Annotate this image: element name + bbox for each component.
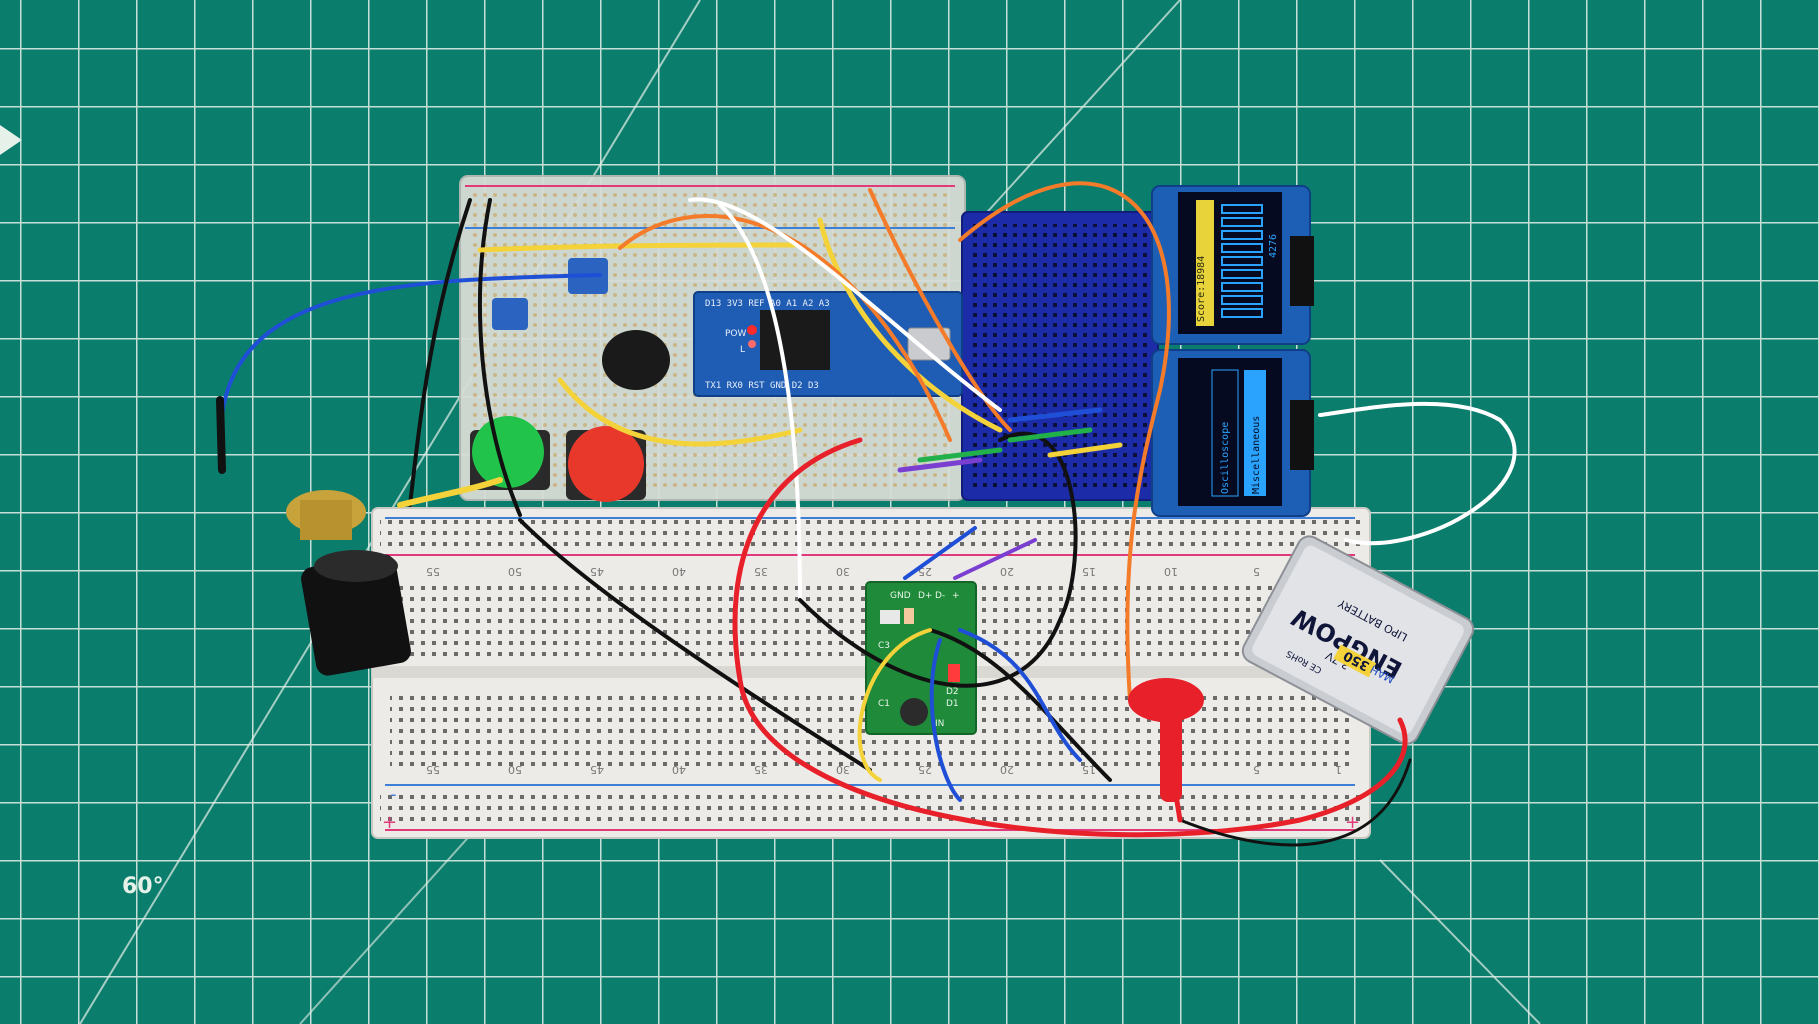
row-number: 40 [672,565,686,578]
charger-in-label: IN [935,719,944,729]
green-button [472,416,544,488]
oled-bar [1221,243,1263,253]
row-number: 50 [508,763,522,776]
row-number: 5 [1253,763,1260,776]
row-number: 30 [836,763,850,776]
row-number: 55 [426,565,440,578]
arduino-pro-mini: D13 3V3 REF A0 A1 A2 A3 TX1 RX0 RST GND … [693,291,963,397]
oled-bar [1221,204,1263,214]
oled-bar [1221,230,1263,240]
row-number: 45 [590,565,604,578]
oled-menu-item-1: Oscilloscope [1220,422,1231,494]
row-number: 5 [1253,565,1260,578]
oled-bar [1221,217,1263,227]
oled-bar [1221,256,1263,266]
row-number: 30 [836,565,850,578]
row-number: 20 [1000,763,1014,776]
row-number: 40 [672,763,686,776]
trimpot-2 [492,298,528,330]
oled-bar-graph [1221,204,1263,318]
oled-bar [1221,308,1263,318]
red-button [568,426,644,502]
row-number: 50 [508,565,522,578]
charger-plus-label: + [952,591,960,601]
oled-bottom: Oscilloscope Miscellaneous [1151,349,1314,517]
row-number: 20 [1000,565,1014,578]
row-numbers-bottom: 5550454035302520151051 [426,763,1342,776]
mat-angle-label: 60° [122,874,164,899]
row-number: 10 [1164,565,1178,578]
charge-led-icon [948,664,960,682]
row-number: 35 [754,565,768,578]
oled-score-label: Score:18984 [1196,256,1207,322]
oled-value-label: 4276 [1268,234,1279,258]
charger-d2-label: D2 [946,687,959,697]
row-number: 1 [1335,763,1342,776]
rail-minus-label: - [390,784,397,805]
push-buttons [470,416,646,502]
arduino-pow-label: POW [725,329,747,339]
charger-d1-label: D1 [946,699,959,709]
charger-dplus-label: D+ [918,591,932,601]
arduino-top-pins: D13 3V3 REF A0 A1 A2 A3 [705,299,830,309]
oled-top: Score:18984 4276 [1151,185,1314,345]
charger-module: GND D+ D- + C3 C1 D1 D2 IN [865,581,977,735]
oled-bar [1221,295,1263,305]
rail-plus-label-right: + [1345,812,1360,833]
mat-arrow-icon [0,125,22,155]
row-number: 25 [918,763,932,776]
probe-hook [1128,678,1204,802]
rotary-potentiometer [286,490,411,676]
arduino-l-label: L [740,345,745,355]
charger-dminus-label: D- [935,591,945,601]
oled-bar [1221,282,1263,292]
charger-gnd-label: GND [890,591,911,601]
transistor [602,330,670,390]
lipo-battery: ENGPOW LIPO BATTERY 3.7V 350 MAH CE RoHS [1241,535,1475,745]
charger-c1-label: C1 [878,699,890,709]
charger-c3-label: C3 [878,641,890,651]
row-number: 35 [754,763,768,776]
pot-knob [301,554,411,676]
row-number: 15 [1082,763,1096,776]
oled-menu-item-2: Miscellaneous [1251,416,1262,494]
row-number: 45 [590,763,604,776]
oled-bar [1221,269,1263,279]
row-number: 15 [1082,565,1096,578]
row-number: 55 [426,763,440,776]
inductor [900,698,928,726]
rail-plus-label: + [382,812,397,833]
power-led-icon [747,325,757,335]
arduino-bottom-pins: TX1 RX0 RST GND D2 D3 [705,381,819,391]
